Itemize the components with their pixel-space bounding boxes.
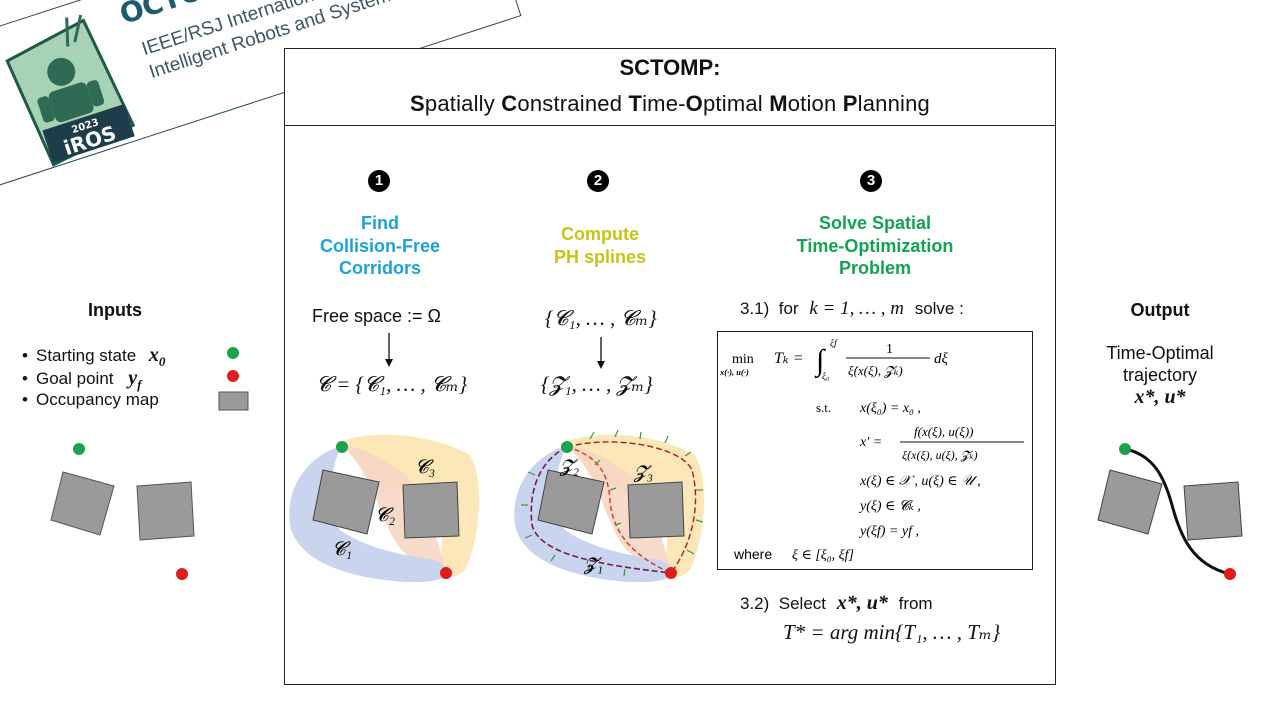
goal-point [1224,568,1236,580]
goal-point [665,567,677,579]
title-part-m: Motion [769,91,843,116]
opt-c1: x(ξ₀) = x₀ , [859,401,921,416]
obstacle-left [537,469,605,535]
opt-dxi: dξ [934,351,949,367]
obstacle-right [627,481,685,539]
label-c1: 𝓒₁ [332,539,352,560]
corridor-input-formula: {𝓒₁, … , 𝓒ₘ} [545,306,657,330]
output-description: Time-Optimal trajectory x*, u* [1080,342,1240,408]
goal-point [176,568,188,580]
step-1-badge: 1 [368,170,390,192]
opt-where-math: ξ ∈ [ξ₀, ξf] [792,548,854,563]
goal-symbol: yf [128,367,142,392]
spline-set-formula: {𝓩₁, … , 𝓩ₘ} [541,372,653,396]
step-3-badge: 3 [860,170,882,192]
input-item-goal: •Goal point yf [22,367,142,392]
goal-point [440,567,452,579]
opt-frac-num: 1 [886,342,893,357]
start-point [336,441,348,453]
spline-ticks [521,430,704,577]
opt-integral: ∫ [814,344,826,379]
step2-splines-graphic: 𝓩₂ 𝓩₃ 𝓩₁ [514,430,705,583]
final-selection-formula: T* = arg min{T₁, … , Tₘ} [783,620,1001,644]
inputs-heading: Inputs [88,300,142,320]
output-heading: Output [1130,300,1190,320]
title-main: SCTOMP: [619,55,721,80]
label-z1: 𝓩₁ [583,554,603,575]
step-2-badge: 2 [587,170,609,192]
input-item-start: •Starting state x0 [22,344,166,369]
opt-c3: x(ξ) ∈ 𝒳 , u(ξ) ∈ 𝒰 , [859,474,981,489]
input-item-map: •Occupancy map [22,390,159,409]
opt-int-upper: ξf [830,338,838,349]
iros-banner: 2023 iROS OCTOBER 1 - 5, 2023 IEEE/RSJ I… [0,0,522,190]
opt-c5: y(ξf) = yf , [858,524,919,539]
start-point [73,443,85,455]
step1-corridors-graphic: 𝓒₃ 𝓒₂ 𝓒₁ [289,434,480,583]
title-part-s: Spatially [410,91,502,116]
opt-c4: y(ξ) ∈ 𝓒ₖ , [858,499,921,514]
title-subtitle: Spatially Constrained Time-Optimal Motio… [285,91,1055,117]
opt-frac-den: ξ̇(x(ξ), 𝓩ₖ) [848,363,903,378]
label-z3: 𝓩₃ [633,462,653,483]
step3-1-line: 3.1) for k = 1, … , m solve : [740,298,964,319]
step1-arrow [385,333,393,367]
opt-min: min [732,352,754,367]
obstacle-left [50,471,115,536]
start-point [1119,443,1131,455]
output-trajectory-graphic [1097,443,1243,580]
spline-2 [566,446,672,574]
optimization-problem-box: min x(·), u(·) Tₖ = ∫ ξf ξ₀ 1 ξ̇(x(ξ), 𝓩… [717,331,1033,570]
title-box: SCTOMP: Spatially Constrained Time-Optim… [284,48,1056,126]
title-part-t: Time- [628,91,686,116]
obstacle-left [1097,469,1163,535]
title-part-o: Optimal [685,91,770,116]
label-z2: 𝓩₂ [559,456,579,477]
spline-1 [530,446,672,574]
output-symbol: x*, u* [1134,386,1186,408]
opt-c2-num: f(x(ξ), u(ξ)) [914,424,974,439]
step2-arrow [597,337,605,369]
opt-st: s.t. [816,400,831,415]
opt-c2-lhs: x′ = [859,435,882,450]
legend-start-dot [227,347,239,359]
corridor-2 [345,446,445,570]
iros-logo: 2023 iROS [5,14,136,167]
start-point [561,441,573,453]
corridor-2 [570,446,670,570]
obstacle-right [402,481,460,539]
free-space-formula: Free space := Ω [312,306,442,326]
step3-2-line: 3.2) Select x*, u* from [740,592,933,614]
optimal-trajectory [1124,447,1231,576]
opt-objective: Tₖ = [774,350,804,367]
corridor-set-formula: 𝓒 = {𝓒₁, … , 𝓒ₘ} [316,372,468,396]
legend-obstacle-square [218,391,249,411]
start-symbol: x0 [148,344,166,369]
obstacle-right [1183,481,1243,541]
obstacle-left [312,469,380,535]
inputs-graphic [50,347,249,580]
opt-int-lower: ξ₀ [822,371,829,382]
legend-goal-dot [227,370,239,382]
opt-c2-den: ξ̇(x(ξ), u(ξ), 𝓩ₖ) [902,448,978,462]
title-part-c: Constrained [501,91,629,116]
label-c3: 𝓒₃ [415,457,435,478]
optimization-formula: min x(·), u(·) Tₖ = ∫ ξf ξ₀ 1 ξ̇(x(ξ), 𝓩… [719,338,1024,563]
title-part-p: Planning [842,91,930,116]
label-c2: 𝓒₂ [375,505,395,526]
opt-min-sub: x(·), u(·) [719,367,749,377]
obstacle-right [136,481,195,541]
opt-where-label: where [733,546,772,562]
